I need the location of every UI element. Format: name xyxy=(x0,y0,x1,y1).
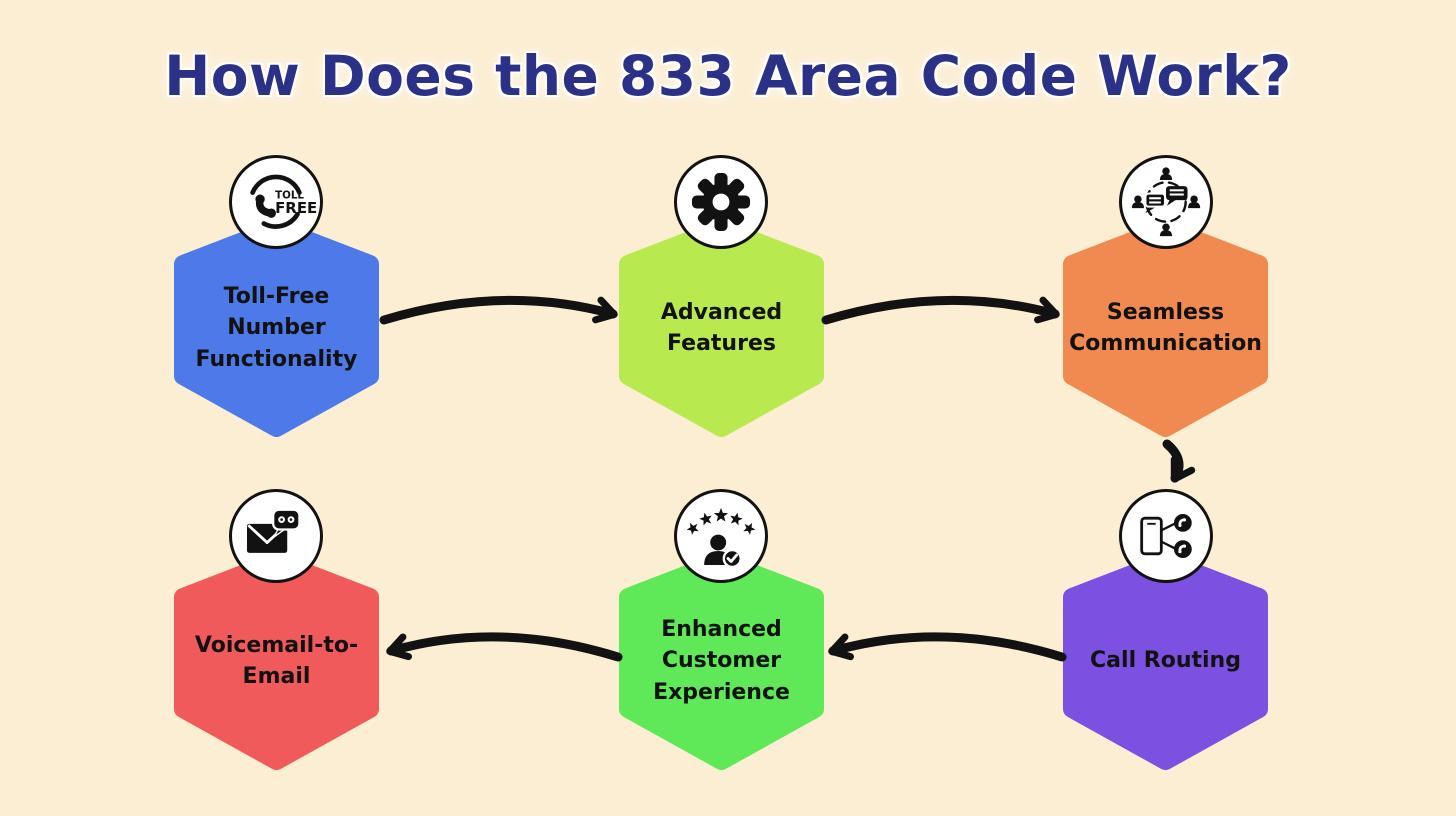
arrow-routing-to-experience xyxy=(828,632,1067,662)
node-label: Enhanced Customer Experience xyxy=(653,617,790,705)
node-label: Call Routing xyxy=(1090,648,1241,674)
hexagon-shape xyxy=(174,219,379,437)
call-routing-icon xyxy=(1119,489,1213,583)
node-voicemail-to-email: Voicemail-to-Email xyxy=(174,551,379,771)
arrow-experience-to-voicemail xyxy=(386,632,623,662)
svg-text:TOLL: TOLL xyxy=(275,189,304,201)
arrow-features-to-communication xyxy=(821,295,1060,325)
arrow-tollfree-to-features xyxy=(379,295,618,325)
page-title: How Does the 833 Area Code Work? xyxy=(164,44,1292,108)
node-advanced-features: Advanced Features xyxy=(619,218,824,438)
gear-icon xyxy=(674,155,768,249)
customer-rating-icon xyxy=(674,489,768,583)
node-label: Toll-Free Number Functionality xyxy=(195,284,358,372)
hexagon-shape xyxy=(619,552,824,770)
hexagon-shape xyxy=(174,552,379,770)
hexagon-shape xyxy=(1063,219,1268,437)
node-label: Voicemail-to-Email xyxy=(194,632,359,689)
node-toll-free-number-functionality: Toll-Free Number Functionality xyxy=(174,218,379,438)
node-label: Advanced Features xyxy=(660,299,783,356)
svg-text:FREE: FREE xyxy=(275,199,317,217)
node-call-routing: Call Routing xyxy=(1063,551,1268,771)
voicemail-email-icon xyxy=(229,489,323,583)
toll-free-icon: TOLL FREE xyxy=(229,155,323,249)
node-enhanced-customer-experience: Enhanced Customer Experience xyxy=(619,551,824,771)
arrow-communication-to-routing xyxy=(1162,439,1196,483)
communication-icon xyxy=(1119,155,1213,249)
hexagon-shape xyxy=(619,219,824,437)
node-seamless-communication: Seamless Communication xyxy=(1063,218,1268,438)
node-label: Seamless Communication xyxy=(1069,299,1262,356)
hexagon-shape xyxy=(1063,552,1268,770)
